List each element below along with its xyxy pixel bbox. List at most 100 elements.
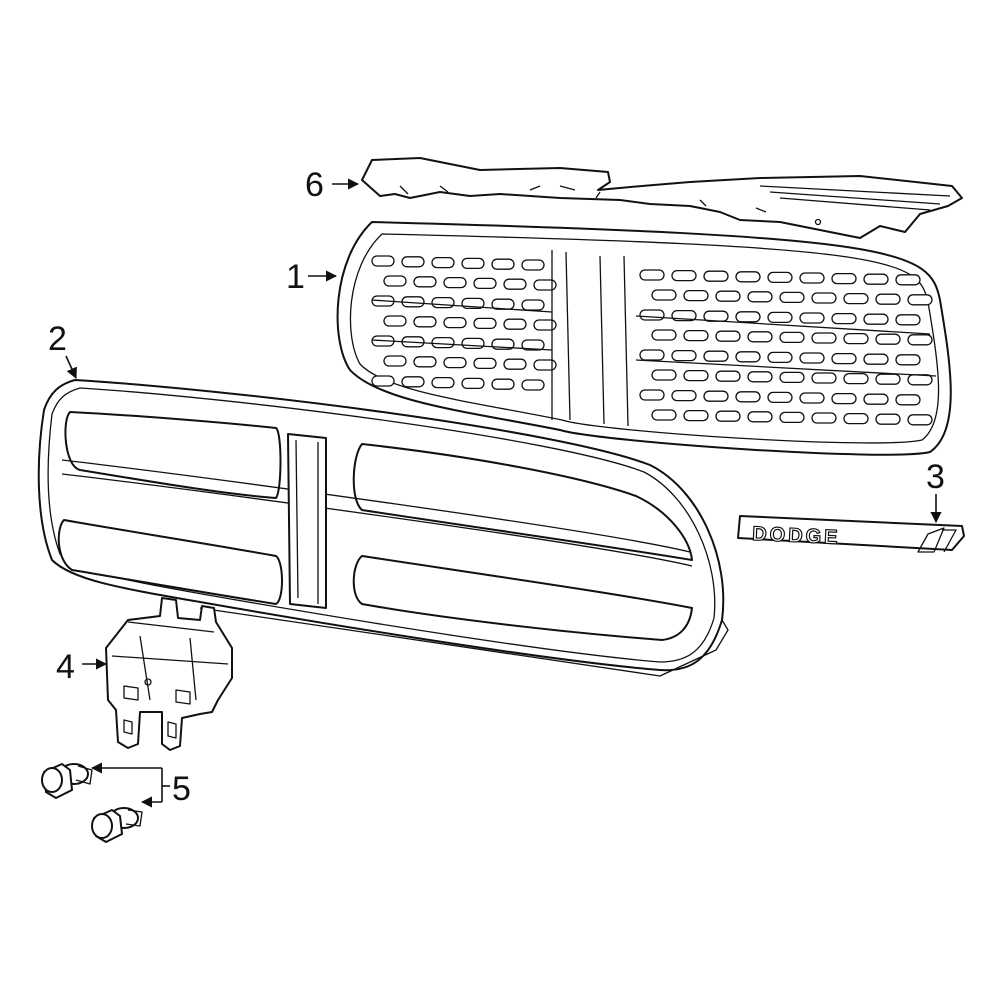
mesh-opening [767, 311, 793, 324]
mesh-opening [811, 292, 837, 304]
mesh-opening [799, 352, 825, 364]
mesh-opening [779, 291, 805, 304]
callout-1: 1 [286, 258, 305, 296]
mesh-opening [371, 255, 395, 267]
mesh-opening [843, 292, 869, 305]
mesh-opening [401, 256, 425, 268]
mesh-opening [473, 277, 497, 290]
mesh-opening [461, 257, 485, 270]
mesh-opening [521, 259, 545, 271]
mesh-opening [521, 299, 545, 311]
mesh-opening [533, 319, 557, 331]
callout-2: 2 [48, 320, 67, 358]
mesh-opening [779, 331, 805, 344]
mesh-opening [651, 289, 677, 301]
mesh-opening [735, 311, 761, 323]
mesh-opening [715, 410, 741, 422]
mesh-opening [907, 334, 933, 346]
mesh-opening [735, 351, 761, 363]
mesh-opening [875, 413, 901, 425]
mesh-opening [875, 293, 901, 305]
mesh-opening [503, 358, 527, 370]
mesh-opening [747, 291, 773, 303]
mesh-opening [651, 369, 677, 381]
mesh-opening [443, 316, 467, 329]
callout-5: 5 [172, 770, 191, 808]
mesh-opening [735, 391, 761, 403]
mesh-opening [863, 313, 889, 325]
grille-mesh-openings [371, 255, 933, 426]
mesh-opening [671, 349, 697, 362]
mesh-opening [843, 332, 869, 345]
mesh-opening [779, 371, 805, 384]
mesh-opening [831, 312, 857, 325]
grille-insert[interactable] [336, 221, 952, 456]
mesh-opening [461, 377, 485, 390]
mesh-opening [895, 394, 921, 406]
mesh-opening [413, 276, 437, 288]
mesh-opening [703, 350, 729, 362]
mesh-opening [779, 411, 805, 424]
mesh-opening [651, 409, 677, 421]
mesh-opening [747, 371, 773, 383]
mesh-opening [811, 372, 837, 384]
mesh-opening [383, 275, 407, 287]
bracket-body [105, 597, 233, 751]
mesh-opening [431, 256, 455, 269]
mesh-opening [413, 356, 437, 368]
mesh-opening [371, 375, 395, 387]
mesh-opening [715, 290, 741, 302]
mesh-opening [521, 339, 545, 351]
mesh-opening [863, 353, 889, 365]
mesh-opening [747, 411, 773, 423]
mesh-opening [491, 378, 515, 390]
mesh-opening [811, 332, 837, 344]
mesh-opening [895, 314, 921, 326]
mesh-opening [683, 369, 709, 382]
mesh-opening [401, 376, 425, 388]
callout-3: 3 [926, 458, 945, 496]
mesh-opening [503, 278, 527, 290]
mesh-opening [703, 390, 729, 402]
mesh-opening [503, 318, 527, 330]
mesh-opening [715, 330, 741, 342]
mesh-opening [473, 357, 497, 370]
mesh-opening [683, 409, 709, 422]
mounting-bracket[interactable] [105, 597, 233, 751]
mesh-opening [533, 359, 557, 371]
mesh-opening [431, 376, 455, 389]
mesh-opening [639, 349, 665, 361]
mesh-opening [639, 309, 665, 321]
mesh-opening [491, 258, 515, 270]
mesh-opening [767, 391, 793, 404]
mesh-opening [443, 356, 467, 369]
upper-support-bracket[interactable] [361, 157, 963, 239]
mesh-opening [907, 294, 933, 306]
mesh-opening [533, 279, 557, 291]
mesh-opening [651, 329, 677, 341]
mesh-opening [875, 373, 901, 385]
mesh-opening [703, 310, 729, 322]
dodge-emblem[interactable]: DODGE [737, 515, 965, 553]
mesh-opening [895, 274, 921, 286]
mesh-opening [767, 351, 793, 364]
mesh-opening [747, 331, 773, 343]
mesh-opening [473, 317, 497, 330]
callout-6: 6 [305, 166, 324, 204]
mesh-opening [683, 289, 709, 302]
screw-lower[interactable] [91, 807, 143, 843]
mesh-opening [843, 372, 869, 385]
mesh-opening [683, 329, 709, 342]
mesh-opening [413, 316, 437, 328]
mesh-opening [431, 296, 455, 309]
mesh-opening [863, 393, 889, 405]
screw-upper[interactable] [41, 763, 93, 799]
mesh-opening [907, 414, 933, 426]
mesh-opening [715, 370, 741, 382]
mesh-opening [671, 389, 697, 402]
mesh-opening [875, 333, 901, 345]
mesh-opening [831, 392, 857, 405]
grille-frame[interactable] [37, 379, 729, 677]
mesh-opening [639, 269, 665, 281]
